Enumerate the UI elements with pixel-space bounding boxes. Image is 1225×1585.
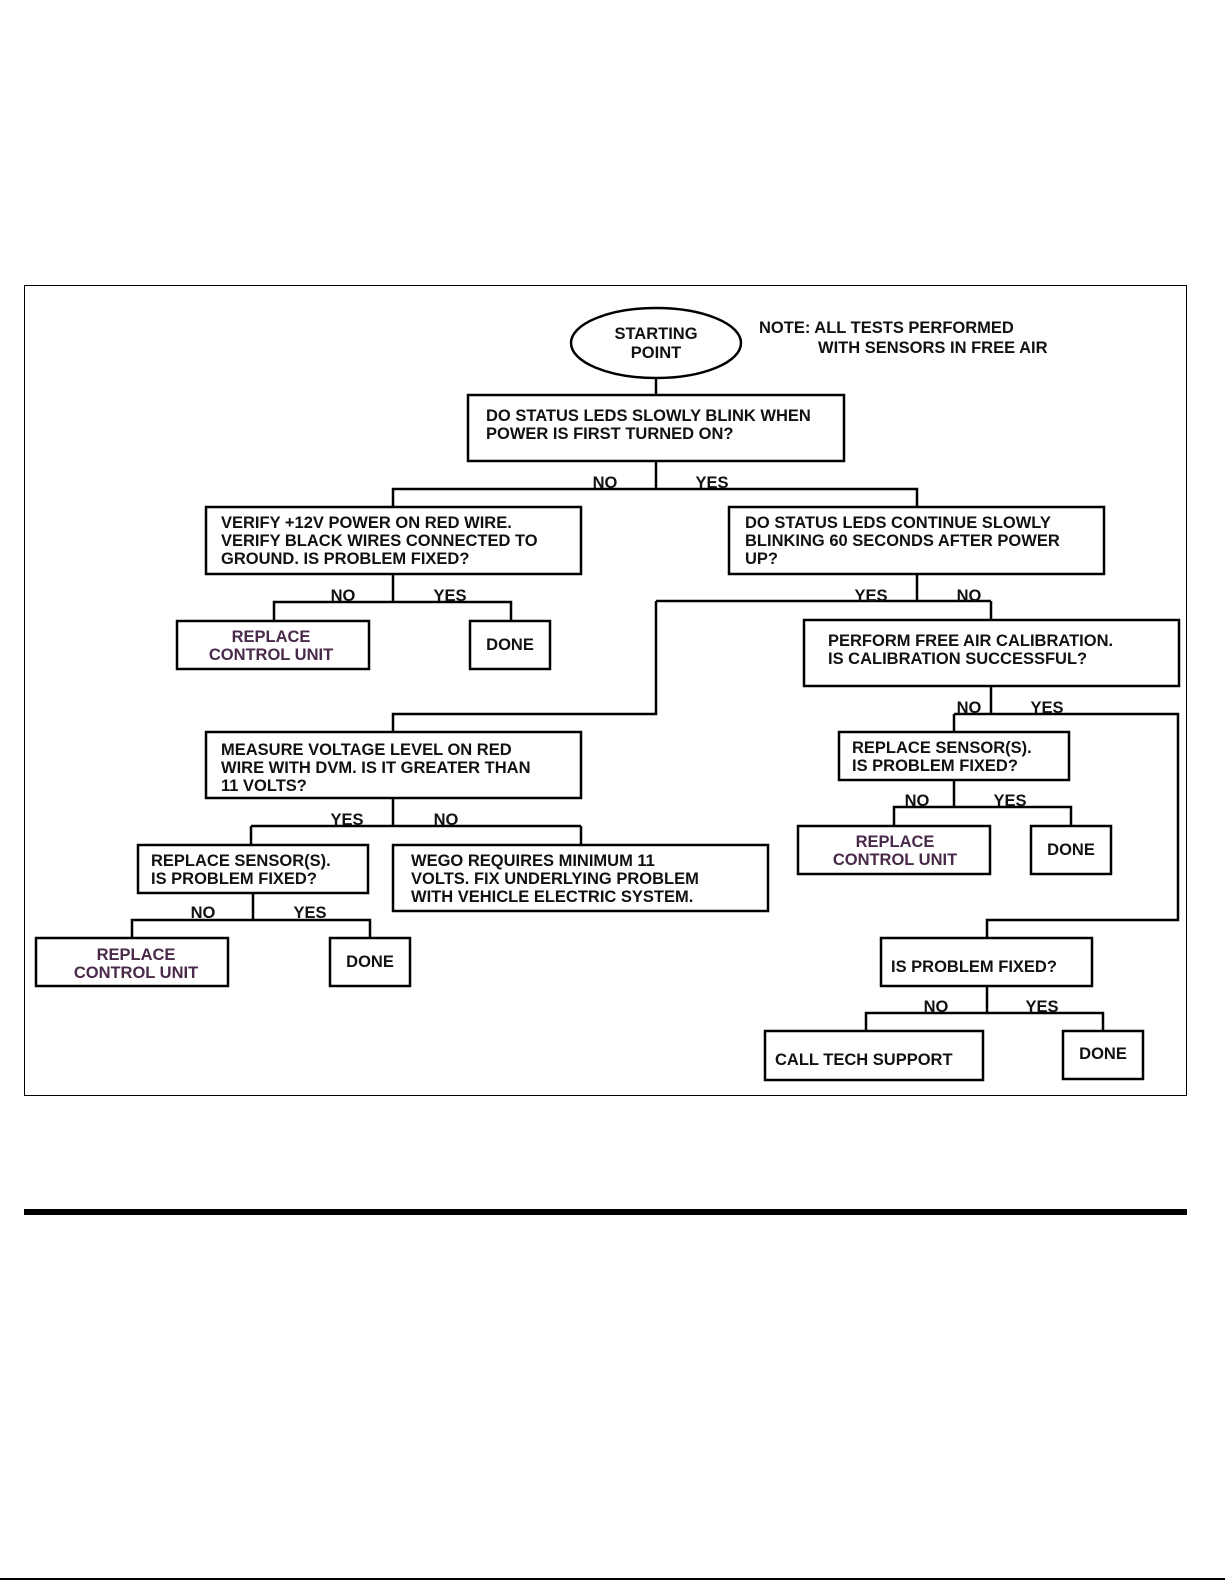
connector-line — [656, 574, 993, 620]
page-bottom-rule — [0, 1578, 1225, 1580]
measure-volt-text-line: 11 VOLTS? — [221, 777, 307, 795]
replace-sensor-l-box — [136, 843, 370, 895]
yes-branch-label: YES — [695, 474, 728, 492]
yes-branch-label: YES — [993, 792, 1026, 810]
replace-cu-1-box — [175, 619, 371, 671]
replace-sensor-r-text-line: REPLACE SENSOR(S). — [852, 739, 1032, 757]
verify-power-text-line: GROUND. IS PROBLEM FIXED? — [221, 550, 469, 568]
replace-cu-3-box — [34, 936, 230, 988]
q-blink-text-line: POWER IS FIRST TURNED ON? — [486, 425, 734, 443]
free-air-cal-text-line: PERFORM FREE AIR CALIBRATION. — [828, 632, 1113, 650]
connector-line — [864, 986, 1105, 1031]
shapes — [34, 306, 1181, 1082]
replace-sensor-r-text-line: IS PROBLEM FIXED? — [852, 757, 1018, 775]
starting-point-text-line: POINT — [631, 344, 681, 362]
replace-cu-1-text-line: REPLACE — [232, 628, 311, 646]
free-air-cal-box — [802, 618, 1181, 688]
free-air-cal-text-line: IS CALIBRATION SUCCESSFUL? — [828, 650, 1087, 668]
call-tech-text-line: CALL TECH SUPPORT — [775, 1051, 953, 1069]
connector-line — [272, 574, 513, 621]
wego-min-text-line: WITH VEHICLE ELECTRIC SYSTEM. — [411, 888, 693, 906]
no-branch-label: NO — [434, 811, 459, 829]
replace-cu-1-text-line: CONTROL UNIT — [209, 646, 333, 664]
done-3-box — [328, 936, 412, 988]
yes-branch-label: YES — [330, 811, 363, 829]
connector-line — [249, 798, 583, 845]
starting-point-text-line: STARTING — [614, 325, 697, 343]
q-blink-text-line: DO STATUS LEDS SLOWLY BLINK WHEN — [486, 407, 811, 425]
yes-branch-label: YES — [1025, 998, 1058, 1016]
measure-volt-text-line: MEASURE VOLTAGE LEVEL ON RED — [221, 741, 512, 759]
replace-sensor-l-text-line: IS PROBLEM FIXED? — [151, 870, 317, 888]
done-2-text-line: DONE — [1047, 841, 1095, 859]
measure-volt-text-line: WIRE WITH DVM. IS IT GREATER THAN — [221, 759, 531, 777]
no-branch-label: NO — [957, 699, 982, 717]
yes-branch-label: YES — [1030, 699, 1063, 717]
note-line-1: NOTE: ALL TESTS PERFORMED — [759, 319, 1014, 337]
wego-min-text-line: WEGO REQUIRES MINIMUM 11 — [411, 852, 655, 870]
replace-cu-3-text-line: REPLACE — [97, 946, 176, 964]
wego-min-text-line: VOLTS. FIX UNDERLYING PROBLEM — [411, 870, 699, 888]
replace-sensor-r-box — [837, 730, 1071, 782]
replace-cu-2-text-line: REPLACE — [856, 833, 935, 851]
q-continue-box — [727, 505, 1106, 576]
done-4-box — [1061, 1029, 1145, 1081]
no-branch-label: NO — [924, 998, 949, 1016]
q-blink-box — [466, 393, 846, 463]
starting-point-oval — [569, 306, 743, 380]
done-1-text-line: DONE — [486, 636, 534, 654]
call-tech-box — [763, 1029, 985, 1082]
q-continue-text-line: DO STATUS LEDS CONTINUE SLOWLY — [745, 514, 1051, 532]
done-1-box — [468, 619, 552, 671]
q-continue-text-line: UP? — [745, 550, 778, 568]
verify-power-text-line: VERIFY BLACK WIRES CONNECTED TO — [221, 532, 538, 550]
connectors — [130, 378, 1180, 1031]
done-3-text-line: DONE — [346, 953, 394, 971]
connector-line — [391, 601, 658, 732]
yes-branch-label: YES — [854, 587, 887, 605]
note-line-2: WITH SENSORS IN FREE AIR — [818, 339, 1048, 357]
replace-cu-3-text-line: CONTROL UNIT — [74, 964, 198, 982]
connector-line — [130, 893, 372, 938]
connector-line — [892, 780, 1073, 826]
replace-sensor-l-text-line: REPLACE SENSOR(S). — [151, 852, 331, 870]
verify-power-text-line: VERIFY +12V POWER ON RED WIRE. — [221, 514, 512, 532]
yes-branch-label: YES — [433, 587, 466, 605]
connector-line — [952, 686, 1180, 938]
measure-volt-box — [204, 730, 583, 800]
no-branch-label: NO — [331, 587, 356, 605]
done-2-box — [1029, 824, 1113, 876]
q-fixed-text-line: IS PROBLEM FIXED? — [891, 958, 1057, 976]
wego-min-box — [391, 843, 770, 913]
connector-line — [391, 461, 919, 507]
done-4-text-line: DONE — [1079, 1045, 1127, 1063]
yes-branch-label: YES — [293, 904, 326, 922]
no-branch-label: NO — [593, 474, 618, 492]
section-divider — [24, 1209, 1187, 1215]
no-branch-label: NO — [191, 904, 216, 922]
no-branch-label: NO — [957, 587, 982, 605]
no-branch-label: NO — [905, 792, 930, 810]
q-continue-text-line: BLINKING 60 SECONDS AFTER POWER — [745, 532, 1060, 550]
replace-cu-2-box — [796, 824, 992, 876]
verify-power-box — [204, 505, 583, 576]
replace-cu-2-text-line: CONTROL UNIT — [833, 851, 957, 869]
q-fixed-box — [879, 936, 1094, 988]
